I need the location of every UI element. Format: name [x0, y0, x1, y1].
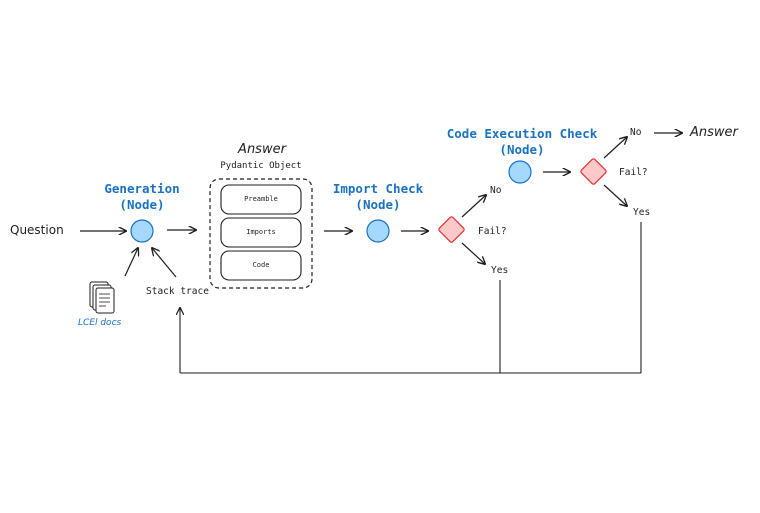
field-imports: Imports — [246, 228, 276, 236]
arrow-import-yes — [461, 242, 485, 264]
document-stack-icon — [89, 281, 115, 314]
final-answer-label: Answer — [690, 125, 738, 140]
code-execution-title-text: Code Execution Check — [446, 126, 598, 141]
stack-trace-label: Stack trace — [146, 286, 209, 297]
arrow-code-no — [603, 137, 627, 159]
arrow-stacktrace-to-generation — [152, 248, 177, 278]
arrow-code-yes — [603, 184, 627, 206]
answer-object-box — [209, 178, 313, 289]
import-decision-diamond — [438, 216, 465, 243]
import-check-title-text: Import Check — [332, 181, 424, 196]
field-code-box — [220, 250, 302, 281]
generation-title: Generation (Node) — [104, 181, 179, 213]
import-yes-label: Yes — [491, 265, 509, 276]
import-check-title: Import Check (Node) — [333, 181, 423, 213]
import-check-subtitle: (Node) — [355, 197, 401, 212]
code-execution-subtitle: (Node) — [499, 142, 545, 157]
code-execution-node — [508, 160, 532, 184]
import-decision-label: Fail? — [478, 226, 507, 237]
import-no-label: No — [490, 185, 502, 196]
field-preamble: Preamble — [244, 195, 278, 203]
docs-label: LCEl docs — [78, 318, 122, 328]
answer-object-subheading: Pydantic Object — [220, 161, 302, 171]
code-decision-diamond — [580, 158, 607, 185]
generation-title-text: Generation — [104, 181, 180, 196]
arrow-import-no — [461, 195, 486, 218]
code-yes-label: Yes — [633, 207, 651, 218]
code-decision-label: Fail? — [619, 167, 648, 178]
answer-object-heading: Answer — [238, 142, 286, 157]
code-no-label: No — [630, 127, 642, 138]
generation-node — [130, 219, 154, 243]
arrow-docs-to-generation — [124, 248, 138, 277]
generation-subtitle: (Node) — [119, 197, 165, 212]
field-code: Code — [252, 261, 270, 269]
field-imports-box — [220, 217, 302, 248]
field-preamble-box — [220, 184, 302, 215]
import-check-node — [366, 219, 390, 243]
question-label: Question — [10, 223, 64, 237]
code-execution-title: Code Execution Check (Node) — [447, 126, 598, 158]
